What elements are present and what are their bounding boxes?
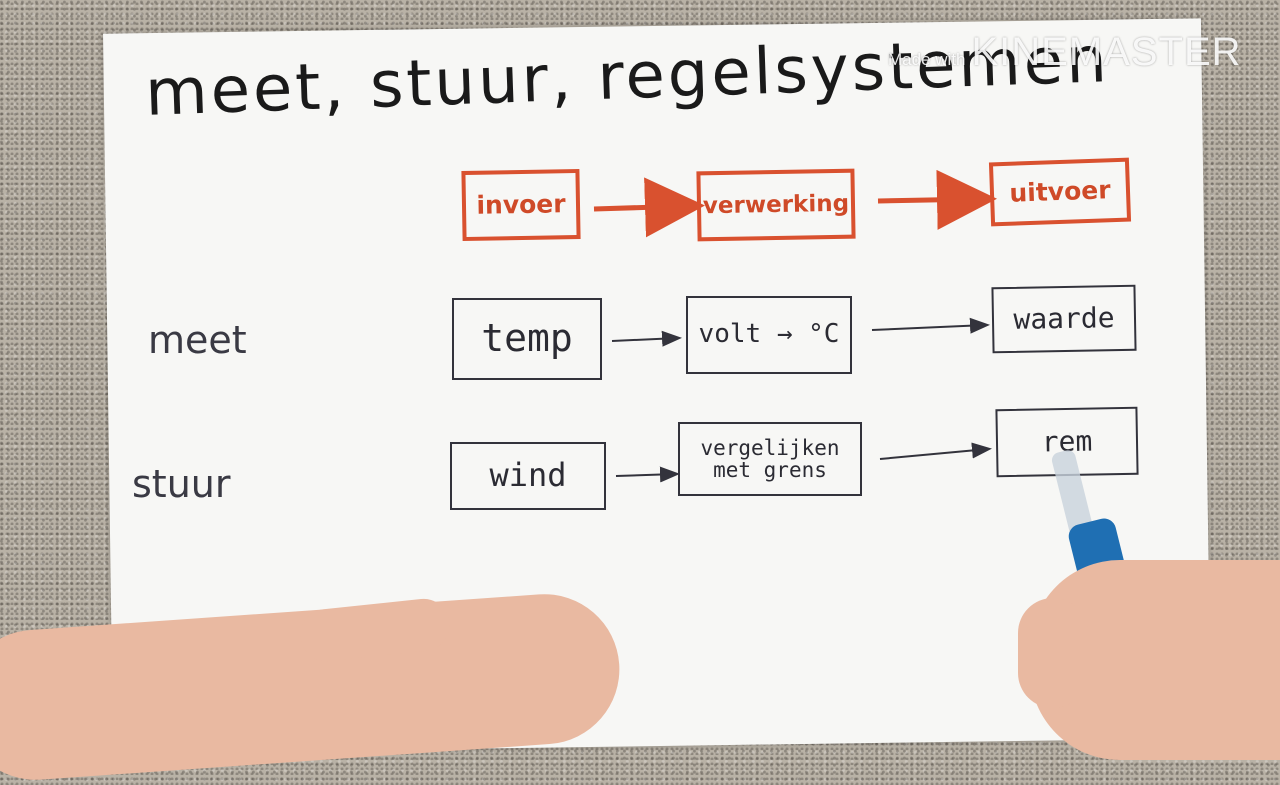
- watermark: Made with KINEMASTER: [888, 30, 1242, 75]
- meet-process-label: volt → °C: [698, 319, 840, 350]
- arrow-meet-2: [871, 317, 990, 334]
- meet-input-label: temp: [481, 316, 573, 361]
- arrow-verwerking-uitvoer: [877, 169, 997, 230]
- stuur-input-label: wind: [489, 456, 567, 495]
- arrow-invoer-verwerking: [593, 177, 705, 238]
- stuur-input-box: wind: [450, 442, 606, 510]
- row-label-stuur: stuur: [132, 462, 231, 506]
- watermark-prefix: Made with: [888, 50, 966, 69]
- row-label-meet: meet: [148, 318, 247, 362]
- meet-input-box: temp: [452, 298, 602, 380]
- arrow-stuur-2: [879, 442, 992, 460]
- right-hand-thumb: [1018, 598, 1088, 708]
- watermark-brand: KINEMASTER: [971, 30, 1242, 74]
- connector-arrows: [593, 169, 997, 483]
- arrow-stuur-1: [615, 466, 680, 483]
- arrow-meet-1: [611, 330, 682, 347]
- stuur-process-box: vergelijken met grens: [678, 422, 862, 496]
- stuur-process-label: vergelijken met grens: [700, 435, 840, 482]
- meet-process-box: volt → °C: [686, 296, 852, 374]
